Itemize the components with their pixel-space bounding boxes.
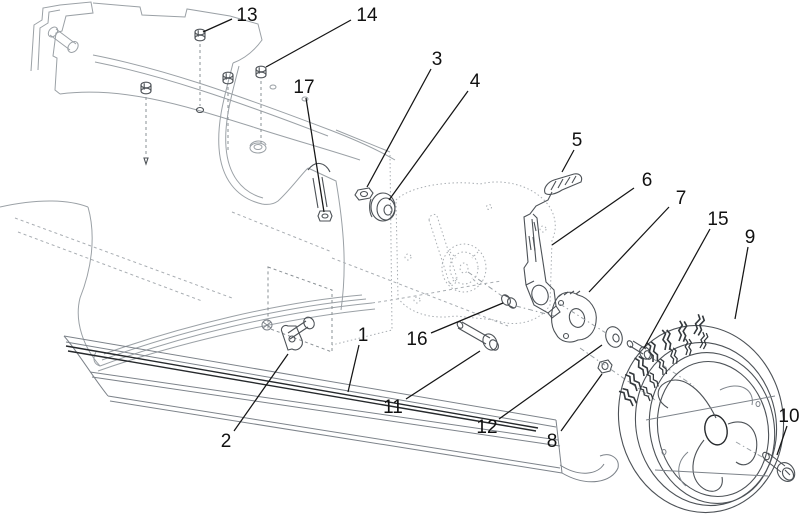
explode-axis-lines bbox=[467, 271, 763, 458]
callout-number-8: 8 bbox=[547, 431, 558, 452]
callout-leader-17 bbox=[305, 97, 325, 213]
pivot-nut-and-bushing bbox=[354, 187, 396, 222]
adjuster-lever-grip bbox=[544, 173, 583, 195]
callout-number-17: 17 bbox=[293, 77, 314, 98]
callout-number-13: 13 bbox=[236, 5, 257, 26]
callout-leader-16 bbox=[430, 302, 504, 334]
callout-number-2: 2 bbox=[221, 431, 232, 452]
callout-number-1: 1 bbox=[358, 325, 369, 346]
callout-leader-10 bbox=[776, 425, 788, 456]
wheel-bracket-arm bbox=[523, 191, 561, 319]
adjuster-pin-assembly bbox=[261, 266, 333, 353]
callout-leader-8 bbox=[560, 373, 603, 432]
callout-number-16: 16 bbox=[406, 329, 427, 350]
wheel-pivot-plate bbox=[550, 290, 597, 343]
callout-leader-6 bbox=[551, 187, 635, 246]
callout-leader-13 bbox=[202, 18, 233, 33]
callout-leader-11 bbox=[405, 350, 481, 400]
callout-leader-15 bbox=[643, 228, 711, 349]
washer-nut-bolt-set bbox=[597, 326, 653, 374]
rear-deflector-panel bbox=[63, 335, 619, 483]
callout-leader-7 bbox=[588, 206, 670, 293]
deck-mounting-bolts bbox=[140, 28, 267, 166]
callout-leader-2 bbox=[233, 353, 289, 432]
callout-number-6: 6 bbox=[642, 170, 653, 191]
callout-number-12: 12 bbox=[476, 417, 497, 438]
callout-number-3: 3 bbox=[432, 49, 443, 70]
callout-number-4: 4 bbox=[470, 71, 481, 92]
callout-number-11: 11 bbox=[383, 397, 403, 418]
callout-number-10: 10 bbox=[778, 406, 799, 427]
axle-bolt bbox=[762, 451, 796, 482]
callout-leader-14 bbox=[265, 19, 352, 68]
callout-leader-9 bbox=[734, 246, 749, 320]
callout-number-9: 9 bbox=[745, 227, 756, 248]
callout-number-15: 15 bbox=[707, 209, 728, 230]
height-adjuster-plate bbox=[395, 181, 556, 324]
callout-number-5: 5 bbox=[572, 130, 583, 151]
pivot-bolt-and-sleeve bbox=[456, 294, 517, 351]
callout-leader-1 bbox=[347, 344, 360, 393]
height-lever-nut bbox=[307, 162, 333, 222]
callout-leader-12 bbox=[498, 344, 603, 420]
rear-wheel bbox=[615, 312, 785, 514]
callout-number-14: 14 bbox=[356, 5, 378, 26]
callout-leader-4 bbox=[388, 90, 469, 201]
callout-number-7: 7 bbox=[676, 188, 687, 209]
callout-leader-5 bbox=[561, 149, 575, 173]
callout-leader-3 bbox=[366, 68, 432, 188]
mower-deck-housing bbox=[0, 1, 509, 372]
